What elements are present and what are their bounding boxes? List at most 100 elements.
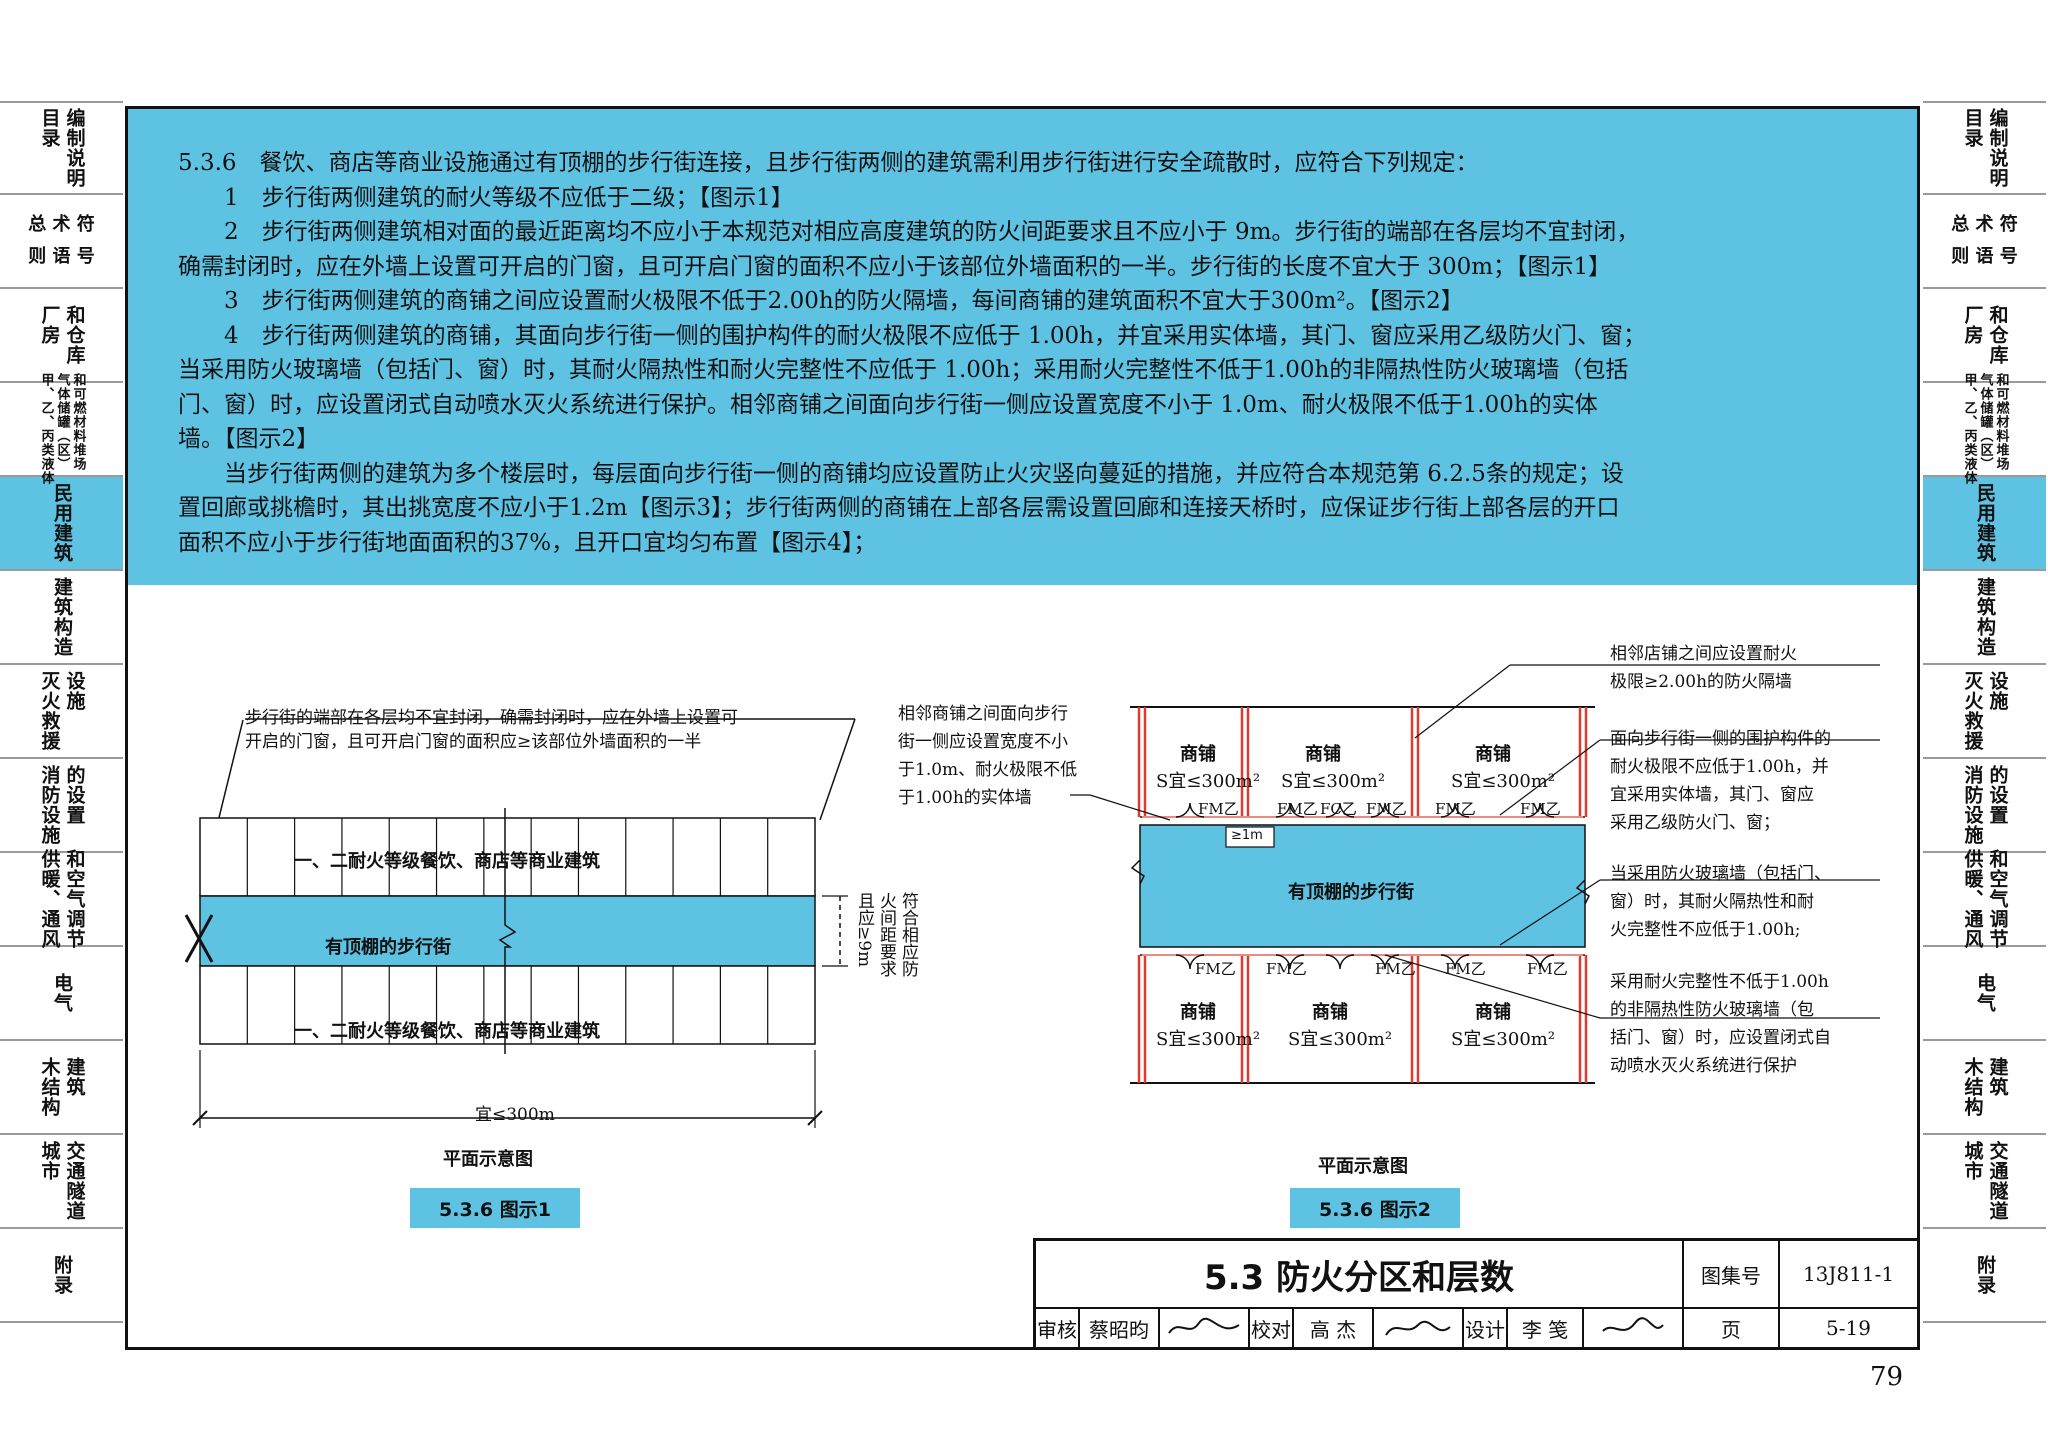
nav-tab-label: 电气 bbox=[1974, 973, 1996, 1013]
nav-tab-10[interactable]: 木结构建筑 bbox=[0, 1041, 123, 1135]
nav-tab-label: 目录 bbox=[1961, 108, 1984, 148]
nav-tab-label: 供暖、通风 bbox=[38, 849, 61, 949]
nav-tab-1[interactable]: 总 术 符则 语 号 bbox=[1923, 195, 2046, 289]
nav-tab-label: 木结构 bbox=[38, 1057, 61, 1117]
clause-text-line: 置回廊或挑檐时，其出挑宽度不应小于1.2m【图示3】；步行街两侧的商铺在上部各层… bbox=[178, 495, 1620, 521]
nav-tab-10[interactable]: 木结构建筑 bbox=[1923, 1041, 2046, 1135]
nav-tab-label: 木结构 bbox=[1961, 1057, 1984, 1117]
nav-tab-label: 建筑 bbox=[63, 1057, 86, 1097]
fig2-shop-name: 商铺 bbox=[1312, 1002, 1348, 1023]
fig2-right-note: 相邻店铺之间应设置耐火极限≥2.00h的防火隔墙 bbox=[1610, 640, 1797, 696]
clause-text-line: 门、窗）时，应设置闭式自动喷水灭火系统进行保护。相邻商铺之间面向步行街一侧应设置… bbox=[178, 391, 1598, 418]
nav-tab-label: 交通隧道 bbox=[1986, 1141, 2009, 1221]
nav-tab-label: 电气 bbox=[51, 973, 73, 1013]
checker-name: 高 杰 bbox=[1294, 1309, 1374, 1347]
fig2-caption: 5.3.6 图示2 bbox=[1290, 1188, 1460, 1228]
clause-text-line: 墙。【图示2】 bbox=[178, 426, 320, 452]
nav-tab-12[interactable]: 附录 bbox=[1923, 1229, 2046, 1323]
nav-tab-label: 和仓库 bbox=[1986, 305, 2009, 365]
nav-tab-8[interactable]: 供暖、通风和空气调节 bbox=[0, 849, 123, 949]
nav-tab-label: 总 术 符 bbox=[1951, 214, 2018, 235]
right-nav: 目录编制说明总 术 符则 语 号厂房和仓库甲、乙、丙类液体气体储罐（区）和可燃材… bbox=[1923, 101, 2046, 1323]
fig2-plan-label: 平面示意图 bbox=[1318, 1156, 1408, 1177]
nav-tab-3[interactable]: 甲、乙、丙类液体气体储罐（区）和可燃材料堆场 bbox=[1923, 373, 2046, 485]
nav-tab-11[interactable]: 城市交通隧道 bbox=[1923, 1135, 2046, 1229]
fig2-door-swing bbox=[1175, 802, 1205, 818]
fig1-top-building-label: 一、二耐火等级餐饮、商店等商业建筑 bbox=[294, 851, 600, 872]
nav-tab-label: 消防设施 bbox=[1961, 765, 1984, 845]
fig2-door-label: FM乙 bbox=[1195, 960, 1236, 978]
fig2-leader-2 bbox=[1499, 739, 1601, 816]
nav-tab-9[interactable]: 电气 bbox=[1923, 947, 2046, 1041]
fig2-shop-name: 商铺 bbox=[1475, 1002, 1511, 1023]
fig2-right-note: 面向步行街一侧的围护构件的耐火极限不应低于1.00h，并宜采用实体墙，其门、窗应… bbox=[1610, 725, 1831, 837]
fig2-right-note: 当采用防火玻璃墙（包括门、窗）时，其耐火隔热性和耐火完整性不应低于1.00h; bbox=[1610, 860, 1831, 944]
clause-text-line: 当步行街两侧的建筑为多个楼层时，每层面向步行街一侧的商铺均应设置防止火灾竖向蔓延… bbox=[178, 460, 1624, 487]
nav-tab-5[interactable]: 建筑构造 bbox=[1923, 571, 2046, 665]
nav-tab-12[interactable]: 附录 bbox=[0, 1229, 123, 1323]
clause-text-line: 5.3.6 餐饮、商店等商业设施通过有顶棚的步行街连接，且步行街两侧的建筑需利用… bbox=[178, 150, 1479, 176]
fig2-right-note-line: 动喷水灭火系统进行保护 bbox=[1610, 1056, 1797, 1076]
fig2-door-label: FM乙 bbox=[1445, 960, 1486, 978]
review-label: 审核 bbox=[1036, 1309, 1080, 1347]
nav-tab-8[interactable]: 供暖、通风和空气调节 bbox=[1923, 849, 2046, 949]
fig2-right-note-line: 耐火极限不应低于1.00h，并 bbox=[1610, 757, 1829, 777]
clause-text-line: 确需封闭时，应在外墙上设置可开启的门窗，且可开启门窗的面积不应小于该部位外墙面积… bbox=[178, 253, 1612, 280]
clause-text-line: 2 步行街两侧建筑相对面的最近距离均不应小于本规范对相应高度建筑的防火间距要求且… bbox=[178, 219, 1640, 245]
nav-tab-0[interactable]: 目录编制说明 bbox=[0, 101, 123, 195]
nav-tab-label: 供暖、通风 bbox=[1961, 849, 1984, 949]
fig2-door-swing bbox=[1370, 802, 1400, 818]
page-frame bbox=[125, 106, 1920, 1350]
nav-tab-2[interactable]: 厂房和仓库 bbox=[0, 289, 123, 383]
nav-tab-label: 交通隧道 bbox=[63, 1141, 86, 1221]
fig2-right-note-line: 宜采用实体墙，其门、窗应 bbox=[1610, 785, 1814, 805]
nav-tab-11[interactable]: 城市交通隧道 bbox=[0, 1135, 123, 1229]
nav-tab-0[interactable]: 目录编制说明 bbox=[1923, 101, 2046, 195]
nav-tab-7[interactable]: 消防设施的设置 bbox=[1923, 759, 2046, 853]
clause-text-line: 面积不应小于步行街地面面积的37%，且开口宜均匀布置【图示4】； bbox=[178, 529, 877, 556]
fig2-right-note-line: 当采用防火玻璃墙（包括门、 bbox=[1610, 864, 1831, 884]
fig1-building-top bbox=[199, 817, 816, 897]
clause-text-line: 当采用防火玻璃墙（包括门、窗）时，其耐火隔热性和耐火完整性不应低于 1.00h；… bbox=[178, 357, 1629, 383]
fig2-door-label: FM乙 bbox=[1435, 800, 1476, 818]
fig2-shop-area: S宜≤300m² bbox=[1451, 771, 1556, 792]
nav-tab-label: 城市 bbox=[38, 1141, 61, 1181]
nav-tab-6[interactable]: 灭火救援设施 bbox=[1923, 665, 2046, 759]
fig1-break-mark bbox=[498, 808, 517, 1054]
fig2-shop-area: S宜≤300m² bbox=[1288, 1029, 1393, 1050]
nav-tab-4[interactable]: 民用建筑 bbox=[1923, 477, 2046, 571]
nav-tab-label: 灭火救援 bbox=[38, 671, 61, 751]
nav-tab-7[interactable]: 消防设施的设置 bbox=[0, 759, 123, 853]
fig2-door-swing bbox=[1175, 954, 1205, 970]
nav-tab-4[interactable]: 民用建筑 bbox=[0, 477, 123, 571]
title-block: 5.3 防火分区和层数 图集号 13J811-1 审核 蔡昭昀 校对 高 杰 设… bbox=[1033, 1238, 1920, 1350]
fig1-plan-label: 平面示意图 bbox=[443, 1149, 533, 1170]
nav-tab-label: 甲、乙、丙类液体 bbox=[38, 373, 54, 485]
nav-tab-label: 厂房 bbox=[1961, 305, 1984, 345]
nav-tab-9[interactable]: 电气 bbox=[0, 947, 123, 1041]
fig2-door-label: FM乙 bbox=[1375, 960, 1416, 978]
fig2-right-note-line: 采用耐火完整性不低于1.00h bbox=[1610, 972, 1829, 992]
nav-tab-6[interactable]: 灭火救援设施 bbox=[0, 665, 123, 759]
fig2-door-label: FM乙 bbox=[1366, 800, 1407, 818]
fig2-street bbox=[1139, 824, 1586, 948]
nav-tab-5[interactable]: 建筑构造 bbox=[0, 571, 123, 665]
fig2-right-note-line: 火完整性不应低于1.00h; bbox=[1610, 920, 1801, 940]
fig2-width-mark: ≥1m bbox=[1231, 828, 1263, 843]
nav-tab-label: 灭火救援 bbox=[1961, 671, 1984, 751]
fig2-door-label: FM乙 bbox=[1277, 800, 1318, 818]
nav-tab-3[interactable]: 甲、乙、丙类液体气体储罐（区）和可燃材料堆场 bbox=[0, 373, 123, 485]
nav-tab-label: 则 语 号 bbox=[1951, 246, 2018, 267]
nav-tab-label: 设施 bbox=[1986, 671, 2009, 711]
fig2-door-swing bbox=[1525, 954, 1555, 970]
nav-tab-label: 建筑 bbox=[1986, 1057, 2009, 1097]
nav-tab-1[interactable]: 总 术 符则 语 号 bbox=[0, 195, 123, 289]
designer-name: 李 笺 bbox=[1508, 1309, 1584, 1347]
reviewer-signature bbox=[1160, 1309, 1250, 1347]
fig2-door-swing bbox=[1440, 802, 1470, 818]
nav-tab-2[interactable]: 厂房和仓库 bbox=[1923, 289, 2046, 383]
nav-tab-label: 目录 bbox=[38, 108, 61, 148]
